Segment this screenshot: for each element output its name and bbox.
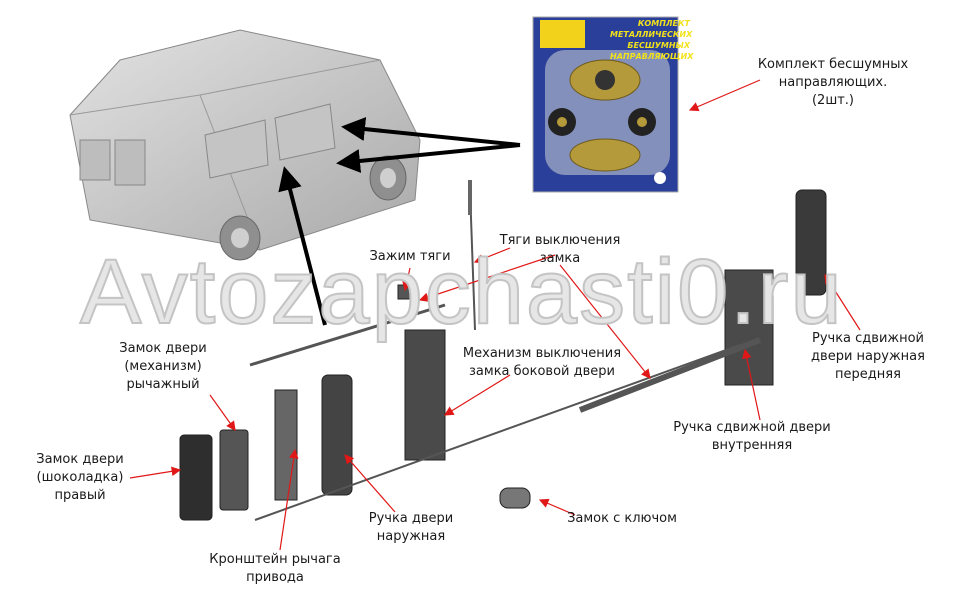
label-drive-bracket: Кронштейн рычага привода — [209, 551, 340, 587]
package-title: КОМПЛЕКТ МЕТАЛЛИЧЕСКИХ БЕСШУМНЫХ НАПРАВЛ… — [610, 18, 694, 62]
label-line: Замок с ключом — [567, 511, 677, 526]
label-line: Ручка сдвижной двери — [673, 420, 831, 435]
label-silent-guides: Комплект бесшумных направляющих. (2шт.) — [758, 56, 908, 110]
package-title-line: НАПРАВЛЯЮЩИХ — [610, 52, 694, 61]
label-key-lock: Замок с ключом — [567, 510, 677, 528]
label-line: (2шт.) — [811, 93, 854, 108]
van-illustration — [69, 29, 421, 261]
label-line: передняя — [835, 367, 901, 382]
label-line: (механизм) — [124, 359, 202, 374]
label-line: рычажный — [126, 377, 200, 392]
red-callout-arrows — [129, 79, 861, 551]
label-line: Кронштейн рычага — [209, 552, 341, 567]
package-title-line: БЕСШУМНЫХ — [627, 41, 690, 50]
silent-guides-package — [532, 16, 679, 193]
label-line: наружная — [376, 529, 446, 544]
label-line: Замок двери — [36, 452, 124, 467]
package-title-line: КОМПЛЕКТ МЕТАЛЛИЧЕСКИХ — [610, 19, 693, 39]
label-line: привода — [246, 570, 304, 585]
label-line: направляющих. — [778, 75, 888, 90]
label-rod-clamp: Зажим тяги — [369, 248, 450, 266]
label-line: двери наружная — [811, 349, 925, 364]
label-line: замка боковой двери — [469, 364, 615, 379]
label-sliding-inner-handle: Ручка сдвижной двери внутренняя — [673, 419, 831, 455]
label-lever-lock: Замок двери (механизм) рычажный — [119, 340, 206, 394]
label-line: Замок двери — [119, 341, 207, 356]
label-line: замка — [539, 251, 581, 266]
label-sliding-outer-front-handle: Ручка сдвижной двери наружная передняя — [811, 330, 925, 384]
label-outer-handle: Ручка двери наружная — [369, 510, 454, 546]
label-line: Механизм выключения — [462, 346, 622, 361]
label-line: Тяги выключения — [499, 233, 621, 248]
watermark: Avtozapchasti0.ru — [79, 240, 844, 344]
parts — [179, 180, 827, 521]
label-line: Комплект бесшумных — [757, 57, 909, 72]
label-line: Ручка сдвижной — [811, 331, 925, 346]
label-release-mechanism: Механизм выключения замка боковой двери — [463, 345, 621, 381]
label-line: (шоколадка) — [36, 470, 124, 485]
label-line: внутренняя — [711, 438, 793, 453]
label-line: правый — [54, 488, 106, 503]
black-pointer-arrows — [278, 117, 521, 326]
label-release-rods: Тяги выключения замка — [500, 232, 621, 268]
label-line: Ручка двери — [368, 511, 454, 526]
label-right-lock: Замок двери (шоколадка) правый — [36, 451, 123, 505]
label-line: Зажим тяги — [369, 249, 451, 264]
